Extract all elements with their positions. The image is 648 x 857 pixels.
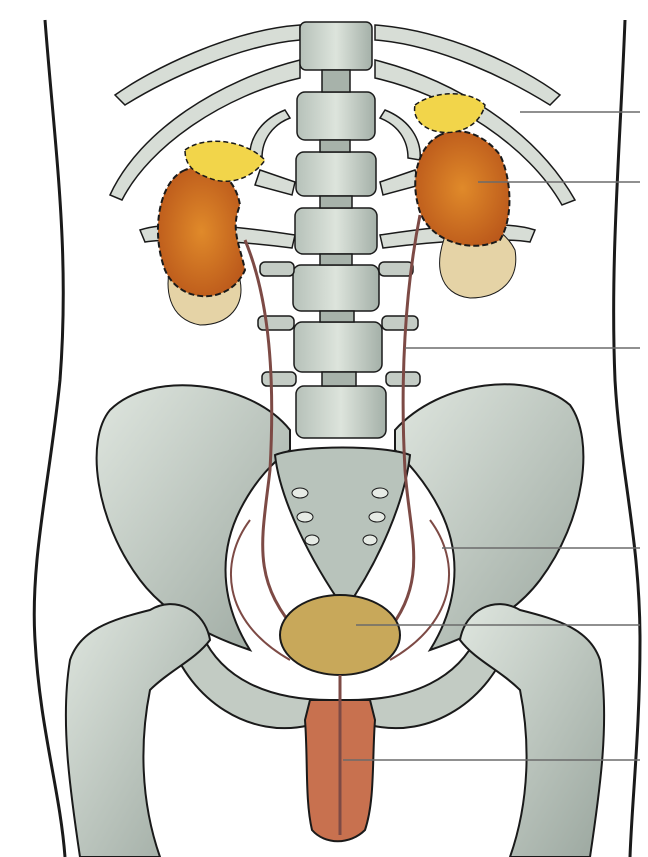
right-kidney — [158, 167, 245, 296]
body-outline-right — [614, 20, 640, 857]
left-adrenal-gland — [415, 94, 485, 133]
urinary-bladder — [280, 595, 400, 675]
right-ilium — [97, 385, 290, 650]
body-outline-left — [34, 20, 65, 857]
left-femur — [460, 604, 604, 857]
penis — [305, 675, 375, 841]
vertebral-column — [258, 22, 420, 438]
sacrum — [275, 448, 410, 611]
right-femur — [66, 604, 210, 857]
